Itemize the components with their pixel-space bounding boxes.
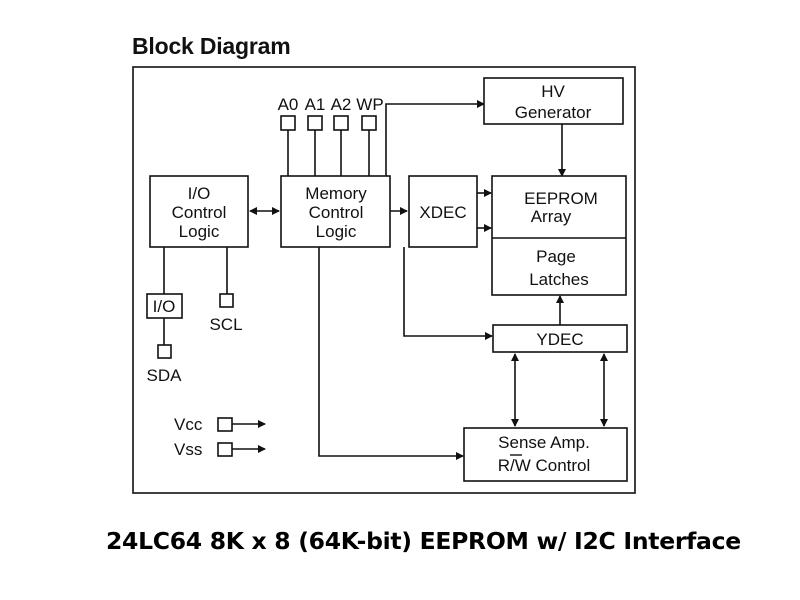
pin-a1 [307,115,323,131]
senseamp-label-2: R/W Control [498,456,591,475]
pin-vss [217,442,233,457]
hv-label-1: HV [541,82,565,101]
pin-a2 [333,115,349,131]
memctl-senseamp-arrow [318,247,464,460]
senseamp-label-1: Sense Amp. [498,433,590,452]
memctl-label-2: Control [309,203,364,222]
sense-amp-block [463,427,628,482]
scl-label: SCL [209,315,242,334]
vss-label: Vss [174,440,202,459]
memctl-label-3: Logic [316,222,357,241]
io-control-label-3: Logic [179,222,220,241]
pin-a0 [280,115,296,131]
a0-label: A0 [278,95,299,114]
pin-sda [157,344,172,359]
ydec-label: YDEC [536,330,583,349]
hv-label-2: Generator [515,103,592,122]
memctl-ydec-arrow [403,247,493,340]
caption: 24LC64 8K x 8 (64K-bit) EEPROM w/ I2C In… [106,527,741,555]
latches-label-2: Latches [529,270,589,289]
pin-wp [361,115,377,131]
chip-outline [132,66,636,494]
a2-label: A2 [331,95,352,114]
a1-label: A1 [305,95,326,114]
hv-control-arrow [385,100,485,176]
wp-label: WP [356,95,383,114]
latches-label-1: Page [536,247,576,266]
eeprom-label-1: EEPROM [524,189,598,208]
eeprom-label-2: Array [531,207,572,226]
xdec-block [408,175,478,248]
memctl-label-1: Memory [305,184,367,203]
io-control-label-2: Control [172,203,227,222]
pin-scl [219,293,234,308]
xdec-label: XDEC [419,203,466,222]
io-control-logic-block [149,175,249,248]
sda-label: SDA [147,366,183,385]
io-control-label-1: I/O [188,184,211,203]
pin-vcc [217,417,233,432]
vcc-label: Vcc [174,415,203,434]
diagram-title: Block Diagram [132,33,291,59]
io-buffer-label: I/O [153,297,176,316]
